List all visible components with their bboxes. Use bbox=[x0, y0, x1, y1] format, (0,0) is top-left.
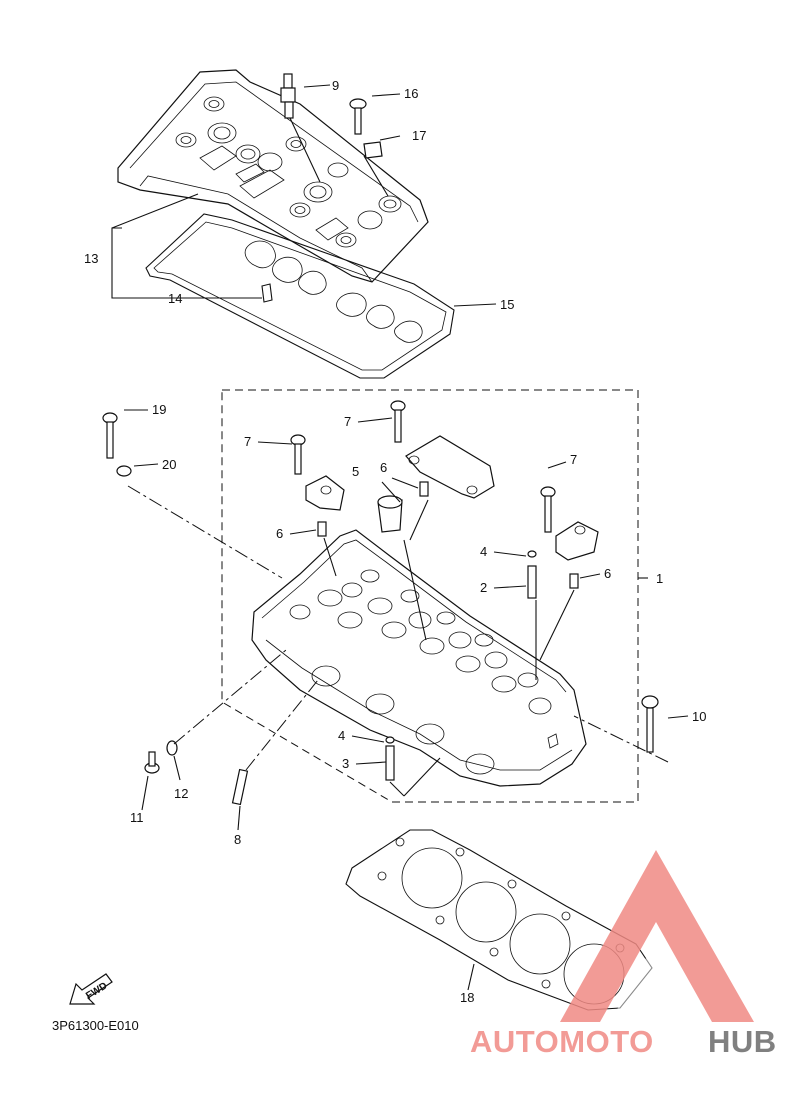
callout-6-a: 6 bbox=[380, 460, 387, 475]
callout-6-b: 6 bbox=[276, 526, 283, 541]
callout-13: 13 bbox=[84, 251, 98, 266]
callout-7-a: 7 bbox=[244, 434, 251, 449]
cylinder-head bbox=[251, 529, 587, 787]
bolt-7-b bbox=[390, 400, 406, 443]
bolt-7-c bbox=[540, 486, 556, 533]
callout-7-b: 7 bbox=[344, 414, 351, 429]
leader-lines bbox=[111, 84, 689, 991]
fwd-arrow-icon: FWD bbox=[69, 973, 113, 1005]
diagram-code: 3P61300-E010 bbox=[52, 1018, 139, 1033]
watermark-text-automoto: AUTOMOTO bbox=[470, 1024, 654, 1059]
callout-7-c: 7 bbox=[570, 452, 577, 467]
callout-17: 17 bbox=[412, 128, 426, 143]
callout-4-b: 4 bbox=[338, 728, 345, 743]
camshaft-cap-right bbox=[405, 435, 495, 499]
camshaft-cap-small bbox=[555, 521, 599, 561]
bolt-7-a bbox=[290, 434, 306, 475]
dowel-6-a bbox=[317, 521, 327, 537]
stud-bolt-8 bbox=[231, 768, 249, 806]
callout-16: 16 bbox=[404, 86, 418, 101]
watermark-triangle-icon bbox=[560, 850, 754, 1022]
plug-hole-seals bbox=[244, 240, 423, 343]
callout-19: 19 bbox=[152, 402, 166, 417]
bolt-10 bbox=[641, 695, 659, 753]
callout-4-a: 4 bbox=[480, 544, 487, 559]
callout-20: 20 bbox=[162, 457, 176, 472]
group-bracket bbox=[221, 389, 639, 803]
valve-pockets bbox=[289, 569, 552, 715]
camshaft-cap-left bbox=[305, 475, 345, 511]
automotohub-watermark: AUTOMOTO HUB bbox=[470, 850, 777, 1059]
valve-guide-3 bbox=[385, 736, 395, 781]
dowel-6-b bbox=[419, 481, 429, 497]
dowel-pin-14 bbox=[261, 283, 273, 303]
valve-guide-2 bbox=[527, 550, 537, 599]
grommet-17 bbox=[363, 141, 383, 159]
spark-plug-9 bbox=[280, 73, 296, 119]
callout-15: 15 bbox=[500, 297, 514, 312]
bolt-16 bbox=[349, 98, 367, 135]
cylinder-head-cover bbox=[117, 69, 429, 283]
dowel-6-c bbox=[569, 573, 579, 589]
callout-1: 1 bbox=[656, 571, 663, 586]
callout-8: 8 bbox=[234, 832, 241, 847]
plug-5 bbox=[377, 495, 403, 533]
callout-18: 18 bbox=[460, 990, 474, 1005]
washer-20 bbox=[116, 465, 132, 477]
washer-12 bbox=[166, 740, 178, 756]
callout-11: 11 bbox=[130, 810, 144, 825]
callout-3: 3 bbox=[342, 756, 349, 771]
callout-5: 5 bbox=[352, 464, 359, 479]
bolt-11 bbox=[144, 751, 160, 774]
callout-12: 12 bbox=[174, 786, 188, 801]
callout-9: 9 bbox=[332, 78, 339, 93]
head-cover-gasket bbox=[145, 213, 455, 379]
callout-6-c: 6 bbox=[604, 566, 611, 581]
callout-14: 14 bbox=[168, 291, 182, 306]
bolt-19 bbox=[102, 412, 118, 459]
watermark-text-hub: HUB bbox=[708, 1024, 777, 1059]
callout-10: 10 bbox=[692, 709, 706, 724]
intake-ports bbox=[311, 665, 559, 775]
callout-2: 2 bbox=[480, 580, 487, 595]
callout-numbers: 1 2 3 4 4 5 6 6 6 7 7 7 8 9 10 11 12 13 … bbox=[84, 78, 706, 1005]
